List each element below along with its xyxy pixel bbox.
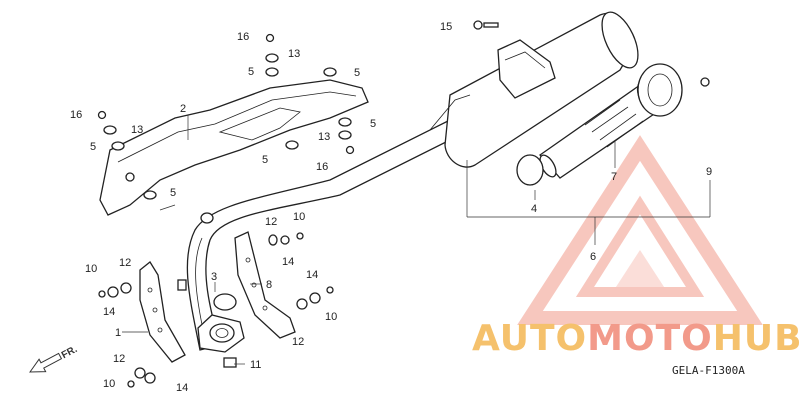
callout-11: 11 [250,359,261,371]
direction-label: FR. [60,344,80,361]
callout-12: 12 [119,257,131,269]
callout-16: 16 [316,161,328,173]
callout-3: 3 [211,271,217,283]
callout-13: 13 [318,131,330,143]
gasket-ring [516,154,544,186]
leader-lines [122,115,711,365]
callout-7: 7 [611,171,617,183]
callout-5: 5 [262,154,268,166]
brand-word-auto: AUTO [472,318,587,359]
callout-5: 5 [90,141,96,153]
callout-2: 2 [180,103,186,115]
callout-13: 13 [131,124,143,136]
callout-14: 14 [103,306,115,318]
callout-16: 16 [237,31,249,43]
brand-word-moto: MOTO [587,318,713,359]
brand-word-hub: HUB [713,318,800,359]
callout-10: 10 [325,311,337,323]
callout-12: 12 [292,336,304,348]
callout-14: 14 [306,269,318,281]
pipe-flange [197,314,245,353]
callout-16: 16 [70,109,82,121]
watermark-logo [517,135,763,325]
callout-14: 14 [282,256,294,268]
svg-text:AUTOMOTOHUB: AUTOMOTOHUB [472,318,800,359]
joint-gasket [213,293,237,311]
callout-labels: 16 13 5 5 2 16 13 5 5 13 5 16 5 15 9 7 4… [70,21,712,394]
callout-4: 4 [531,203,537,215]
callout-5: 5 [370,118,376,130]
callout-5: 5 [354,67,360,79]
callout-10: 10 [85,263,97,275]
pipe-protector-side [234,231,296,339]
callout-14: 14 [176,382,188,394]
hardware [97,20,710,388]
pipe-protector [139,261,186,363]
callout-5: 5 [248,66,254,78]
callout-12: 12 [113,353,125,365]
callout-8: 8 [266,279,272,291]
callout-10: 10 [293,211,305,223]
end-cap [637,63,683,117]
callout-10: 10 [103,378,115,390]
callout-13: 13 [288,48,300,60]
callout-1: 1 [115,327,121,339]
callout-6: 6 [590,251,596,263]
callout-15: 15 [440,21,452,33]
callout-12: 12 [265,216,277,228]
front-direction-arrow: FR. [29,344,80,373]
diagram-code: GELA-F1300A [672,364,745,377]
muffler [429,11,639,168]
callout-9: 9 [706,166,712,178]
callout-5: 5 [170,187,176,199]
brand-watermark: AUTOMOTOHUB [472,318,800,359]
